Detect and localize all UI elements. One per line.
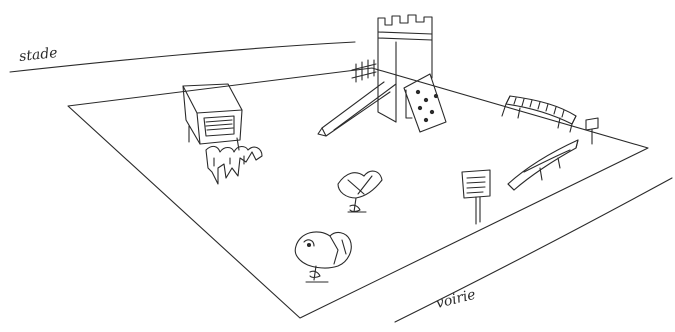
stade-boundary-line <box>10 42 355 72</box>
playground-ground <box>68 68 648 318</box>
bench-top-right <box>502 96 576 132</box>
slide-castle-tower <box>318 15 446 136</box>
spring-rider-animal <box>295 232 351 282</box>
info-panel <box>462 170 490 224</box>
spring-rocker-center <box>338 171 382 212</box>
voirie-road-line <box>395 178 672 322</box>
play-house <box>183 84 242 150</box>
spring-horses-group <box>206 146 262 184</box>
slide-chute <box>322 82 390 136</box>
stade-label: stade <box>18 45 59 65</box>
seesaw-boat <box>508 140 578 190</box>
small-sign-post <box>586 118 598 144</box>
climbing-wall <box>404 74 446 132</box>
